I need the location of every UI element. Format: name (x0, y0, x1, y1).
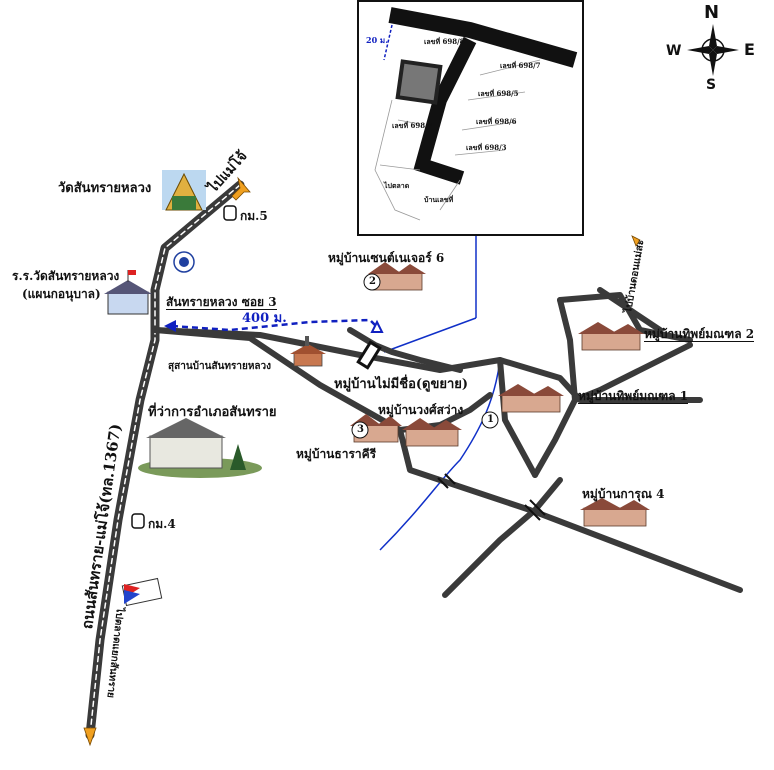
village-house-icon-thip1 (498, 384, 564, 413)
village-house-icon-wongsawang (402, 418, 462, 447)
distance-label: 400 ม. (242, 311, 287, 326)
circle-number-2: 2 (369, 276, 376, 287)
unnamed-village-marker (356, 340, 382, 370)
compass-south: S (706, 77, 717, 93)
main-road (85, 180, 245, 740)
road-crossings (437, 473, 546, 521)
km-post-5-icon (223, 205, 237, 221)
district-office-icon (138, 418, 262, 478)
village-thip1-label: หมู่บ้านทิพย์มณฑล 1 (578, 389, 689, 404)
soi3-label: สันทรายหลวง ซอย 3 (166, 295, 277, 310)
circle-marker-3 (351, 421, 369, 439)
cemetery-church-icon (290, 336, 326, 367)
inset-lot-4: เลขที่ 698/5 (478, 89, 519, 98)
km4-label: กม.4 (148, 517, 176, 531)
village-house-icon-thip2 (578, 322, 644, 351)
village-house-icon-karun4 (580, 498, 650, 527)
wat-santhai-luang-label: วัดสันทรายหลวง (58, 181, 152, 196)
circle-number-1: 1 (487, 414, 494, 425)
inset-lot-5: เลขที่ 698/6 (476, 117, 517, 126)
compass-north: N (704, 2, 720, 23)
village-tarakiri-label: หมู่บ้านธาราคีรี (296, 447, 377, 461)
temple-icon (162, 170, 206, 211)
compass-west: W (666, 43, 682, 59)
mail-icon (121, 577, 163, 607)
village-unnamed-label: หมู่บ้านไม่มีชื่อ(ดูขยาย) (334, 377, 469, 392)
compass-east: E (744, 40, 755, 59)
cemetery-label: สุสานบ้านสันทรายหลวง (168, 361, 272, 372)
school-icon (104, 270, 152, 315)
inset-map (357, 0, 584, 236)
inset-scale-label: 20 ม. (366, 35, 388, 45)
local-roads (152, 287, 743, 598)
km-post-4-icon (131, 513, 145, 529)
inset-lot-6: เลขที่ 698/3 (466, 143, 507, 152)
direction-arrow-south-icon (83, 727, 97, 747)
direction-arrow-north-icon (231, 176, 251, 201)
river (379, 236, 501, 551)
circle-marker-1 (481, 411, 499, 429)
school-label: ร.ร.วัดสันทรายหลวง (12, 269, 120, 283)
royal-seal-icon (173, 251, 195, 273)
inset-lot-2: เลขที่ 698/7 (500, 61, 541, 70)
inset-lot-8: บ้านเลขที่ (424, 195, 454, 204)
circle-number-3: 3 (357, 424, 364, 435)
inset-lot-3: เลขที่ 698/4 (392, 121, 433, 130)
village-wongsawang-label: หมู่บ้านวงศ์สว่าง (378, 403, 464, 417)
route-arrow-left-icon (164, 320, 176, 332)
village-thip2-label: หมู่บ้านทิพย์มณฑล 2 (644, 327, 755, 342)
route-arrow-end-icon (370, 319, 384, 333)
compass-rose-icon (687, 24, 739, 76)
route-line (171, 318, 379, 332)
village-house-icon-6 (368, 262, 426, 291)
circle-marker-2 (363, 273, 381, 291)
inset-lot-1: เลขที่ 698/8 (424, 37, 465, 46)
school-sub-label: (แผนกอนุบาล) (22, 287, 101, 301)
district-office-label: ที่ว่าการอำเภอสันทราย (148, 405, 277, 420)
km5-label: กม.5 (240, 209, 268, 223)
village-karun4-label: หมู่บ้านการุณ 4 (582, 487, 665, 501)
direction-arrow-ne-icon (631, 235, 641, 247)
village-6-label: หมู่บ้านเซนต์เนเจอร์ 6 (328, 251, 445, 265)
inset-lot-7: ไปตลาด (384, 181, 410, 190)
